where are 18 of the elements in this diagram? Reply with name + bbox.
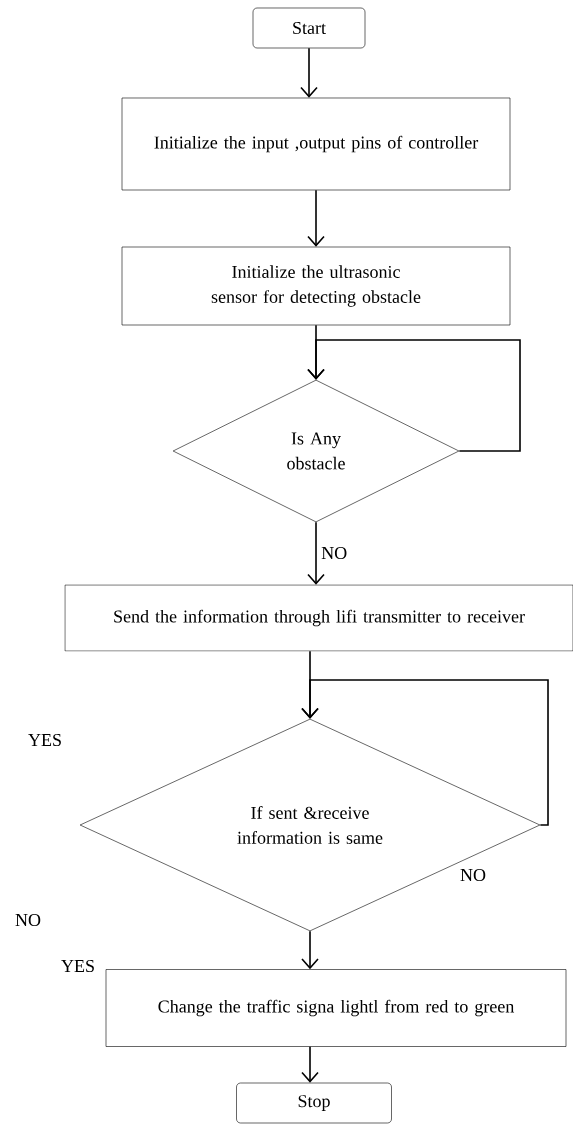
arrow [307, 521, 325, 585]
terminal-box: Start [252, 7, 366, 49]
process-box: Send the information through lifi transmitter to receiver [64, 584, 573, 652]
branch-label: YES [61, 959, 94, 973]
terminal-box: Stop [236, 1082, 392, 1124]
arrow [307, 339, 521, 452]
branch-label: NO [15, 913, 41, 927]
process-box: Change the traffic signa lightl from red to green [105, 969, 567, 1047]
arrow [300, 47, 318, 98]
arrow [301, 679, 549, 826]
process-box: Initialize the input ,output pins of controller [121, 97, 511, 191]
branch-label: YES [28, 733, 61, 747]
process-box: Initialize the ultrasonic sensor for detecting obstacle [121, 246, 511, 326]
arrow [307, 189, 325, 247]
edge-label: NO [320, 545, 349, 561]
arrow [301, 1046, 319, 1083]
arrow [301, 930, 319, 970]
branch-label: NO [460, 868, 486, 882]
